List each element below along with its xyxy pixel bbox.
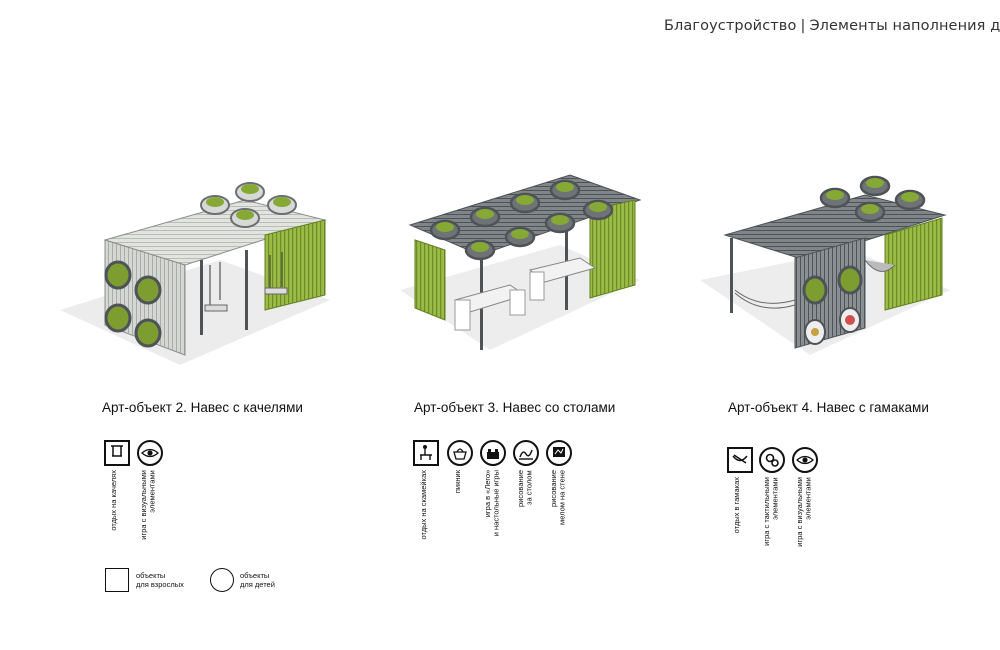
art-object-4-illustration bbox=[700, 175, 950, 355]
activity-label: рисование за столом bbox=[516, 470, 534, 507]
lego-icon bbox=[480, 440, 506, 466]
eye-icon bbox=[792, 447, 818, 473]
page-header: Благоустройство|Элементы наполнения двор… bbox=[664, 18, 1000, 34]
activity-label: игра с тактильными элементами bbox=[762, 477, 780, 546]
swing-icon bbox=[104, 440, 130, 466]
chalk-wall-icon bbox=[546, 440, 572, 466]
activity-label: пикник bbox=[453, 470, 462, 494]
gears-icon bbox=[759, 447, 785, 473]
eye-icon bbox=[137, 440, 163, 466]
activity-label: отдых на качелях bbox=[109, 470, 118, 531]
legend-children-label: объекты для детей bbox=[240, 571, 275, 589]
header-separator: | bbox=[800, 18, 806, 34]
legend-children-circle bbox=[210, 568, 234, 592]
section-subtitle: Элементы наполнения двора bbox=[809, 18, 1000, 34]
activity-label: отдых на скамейках bbox=[419, 470, 428, 540]
activity-label: игра с визуальными элементами bbox=[139, 470, 157, 540]
activity-label: отдых в гамаках bbox=[732, 477, 741, 534]
activity-label: рисование мелом на стене bbox=[549, 470, 567, 525]
hammock-icon bbox=[727, 447, 753, 473]
legend-adults-square bbox=[105, 568, 129, 592]
art-object-3-illustration bbox=[400, 174, 642, 350]
legend-adults-label: объекты для взрослых bbox=[136, 571, 184, 589]
section-title: Благоустройство bbox=[664, 18, 797, 34]
bench-icon bbox=[413, 440, 439, 466]
art-object-2-illustration bbox=[60, 182, 330, 365]
activity-label: игра в «Лего» и настольные игры bbox=[483, 470, 501, 537]
drawing-table-icon bbox=[513, 440, 539, 466]
picnic-icon bbox=[447, 440, 473, 466]
object-3-title: Арт-объект 3. Навес со столами bbox=[414, 400, 616, 415]
object-2-title: Арт-объект 2. Навес с качелями bbox=[102, 400, 303, 415]
activity-label: игра с визуальными элементами bbox=[795, 477, 813, 547]
object-4-title: Арт-объект 4. Навес с гамаками bbox=[728, 400, 929, 415]
